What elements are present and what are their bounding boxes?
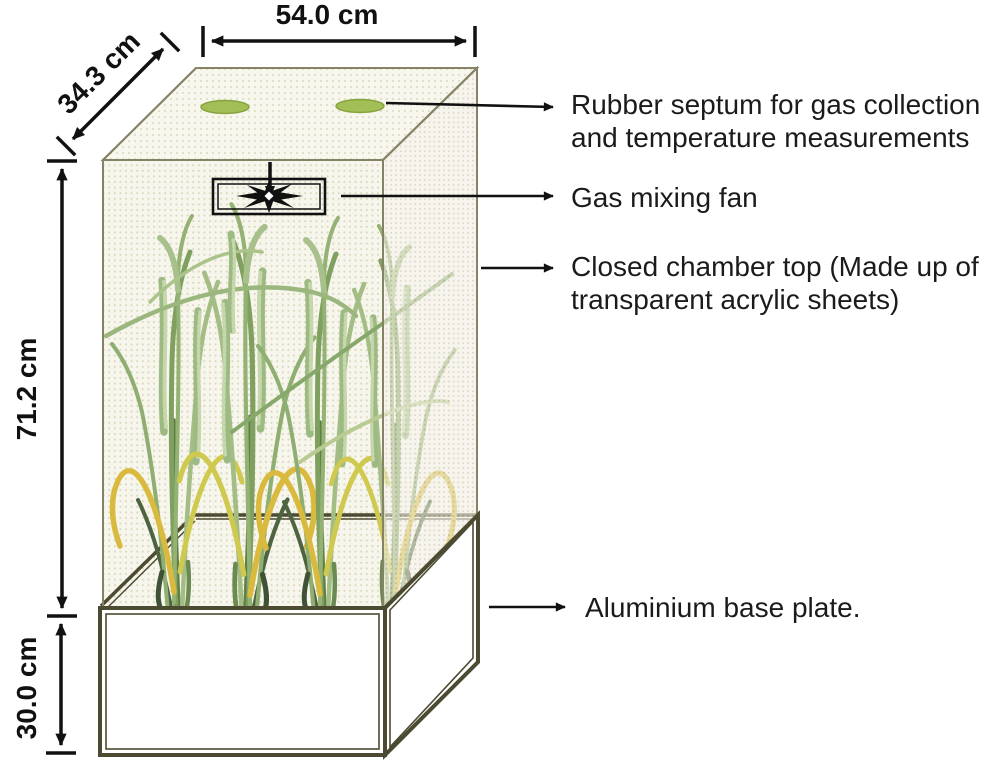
septum-label: Rubber septum for gas collection and tem… (571, 88, 980, 154)
rubber-septum-icon (335, 98, 385, 114)
aluminium-base-plate (98, 510, 480, 760)
septum-leader-arrow (385, 101, 554, 112)
dim-depth-tick (55, 135, 77, 157)
chamber-right-face (383, 68, 477, 608)
dim-depth-arrow (71, 47, 165, 141)
dimension-arrows (46, 26, 477, 755)
dim-chamber-height-label: 71.2 cm (11, 337, 42, 441)
dim-base-height-label: 30.0 cm (11, 636, 42, 740)
gas-mixing-fan-icon (211, 162, 327, 216)
septum-label-line1: Rubber septum for gas collection (571, 89, 981, 120)
chamber-top-label-line1: Closed chamber top (Made up of (571, 251, 979, 282)
annotation-arrows (341, 101, 566, 612)
fan-label: Gas mixing fan (571, 182, 758, 213)
dim-depth-tick (159, 31, 181, 53)
septum-label-line2: and temperature measurements (571, 122, 970, 153)
chamber-top-label: Closed chamber top (Made up of transpare… (571, 250, 979, 316)
dim-top-width-label: 54.0 cm (275, 0, 379, 30)
rubber-septum-icon (200, 99, 250, 115)
rubber-septum-icons (200, 98, 385, 115)
base-plate-label: Aluminium base plate. (585, 592, 861, 623)
chamber-top-label-line2: transparent acrylic sheets) (571, 284, 900, 315)
